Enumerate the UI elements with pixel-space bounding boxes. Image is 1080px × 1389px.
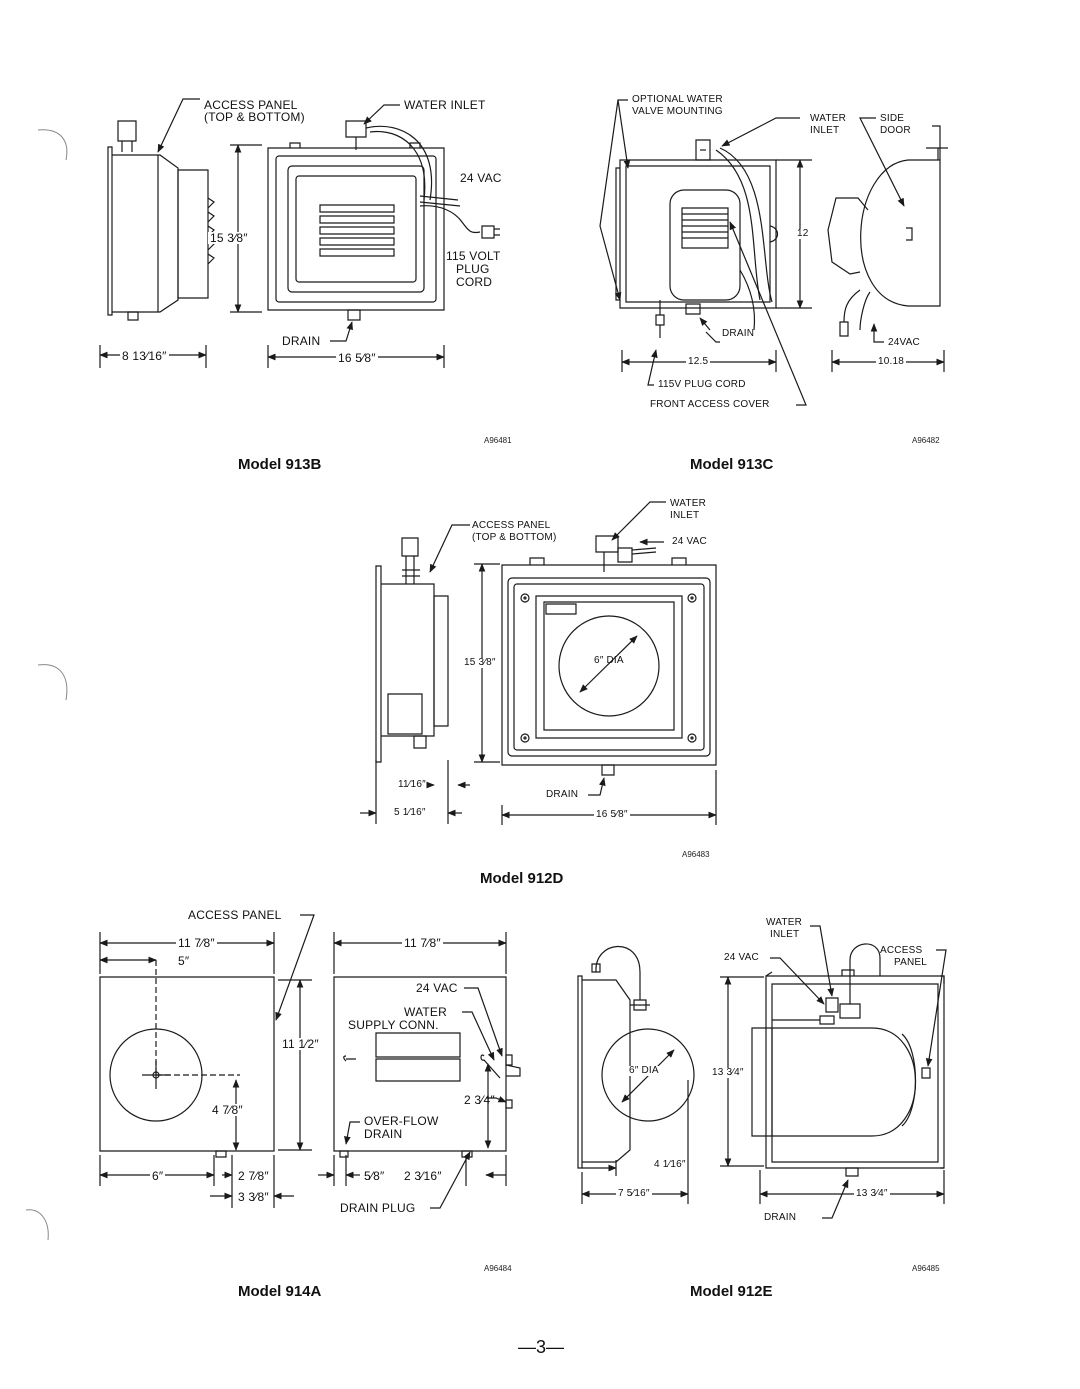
912e-water-inlet-label: WATER	[766, 917, 802, 928]
913b-width-dim: 16 5⁄8″	[336, 351, 378, 365]
914a-front-view	[100, 960, 274, 1157]
912e-dia-label: 6″ DIA	[628, 1065, 660, 1076]
912d-dia-label: 6″ DIA	[594, 655, 624, 666]
912d-24vac-label: 24 VAC	[672, 536, 707, 547]
912e-model-title: Model 912E	[690, 1283, 773, 1300]
914a-model-title: Model 914A	[238, 1283, 322, 1300]
914a-width-side-dim: 11 7⁄8″	[402, 936, 443, 950]
914a-overflow-sublabel: DRAIN	[364, 1127, 403, 1141]
page-number: —3—	[518, 1337, 565, 1357]
914a-center-height-dim: 4 7⁄8″	[210, 1103, 245, 1117]
913c-plug-cord-label: 115V PLUG CORD	[658, 379, 746, 390]
912d-water-inlet-label: WATER	[670, 498, 706, 509]
913b-front-view	[268, 121, 500, 320]
914a-water-sublabel: SUPPLY CONN.	[348, 1018, 439, 1032]
913c-side-door-sublabel: DOOR	[880, 125, 911, 136]
page-edge-marks	[26, 130, 67, 1240]
913c-front-cover-label: FRONT ACCESS COVER	[650, 399, 770, 410]
914a-left-dim: 6″	[150, 1169, 166, 1183]
912d-width-dim: 16 5⁄8″	[594, 809, 630, 820]
914a-water-label: WATER	[404, 1005, 447, 1019]
914a-height-dim: 11 1⁄2″	[280, 1037, 321, 1051]
912d-side-view	[376, 538, 448, 762]
912e-width-dim: 13 3⁄4″	[854, 1188, 890, 1199]
model-914a-drawing	[99, 915, 520, 1208]
914a-leaders	[275, 915, 507, 1208]
model-913c-drawing	[600, 100, 948, 405]
913c-width-dim: 12.5	[686, 356, 711, 367]
model-912d-drawing	[360, 502, 717, 825]
912e-drain-label: DRAIN	[764, 1212, 797, 1223]
914a-side-a-dim: 5⁄8″	[364, 1169, 385, 1183]
912d-depth-dim: 5 1⁄16″	[394, 807, 426, 818]
913b-side-view	[108, 121, 214, 320]
912d-offset-dim: 11⁄16″	[398, 779, 426, 790]
913b-access-panel-sublabel: (TOP & BOTTOM)	[204, 110, 305, 124]
912e-offset-dim: 4 1⁄16″	[654, 1159, 686, 1170]
914a-width-front-dim: 11 7⁄8″	[176, 936, 217, 950]
914a-drain-plug-label: DRAIN PLUG	[340, 1201, 416, 1215]
912e-depth-dim: 7 5⁄16″	[616, 1188, 652, 1199]
913c-water-inlet-sublabel: INLET	[810, 125, 840, 136]
912d-front-view	[502, 536, 716, 775]
913c-optional-valve-label: OPTIONAL WATER	[632, 94, 723, 105]
912d-water-inlet-sublabel: INLET	[670, 510, 700, 521]
914a-side-view	[334, 977, 520, 1157]
913b-figure-code: A96481	[484, 436, 512, 445]
913c-side-view	[828, 126, 948, 336]
912e-access-panel-sublabel: PANEL	[894, 957, 928, 968]
model-912e-drawing	[578, 926, 946, 1218]
913b-leaders	[158, 99, 400, 341]
913b-drain-label: DRAIN	[282, 334, 321, 348]
model-913b-drawing	[99, 99, 500, 368]
914a-center-dim: 5″	[178, 954, 190, 968]
913b-height-dim: 15 3⁄8″	[208, 231, 250, 245]
912d-access-panel-label: ACCESS PANEL	[472, 520, 551, 531]
913c-optional-valve-sublabel: VALVE MOUNTING	[632, 106, 723, 117]
912e-24vac-label: 24 VAC	[724, 952, 759, 963]
913c-depth-dim: 10.18	[876, 356, 907, 367]
912d-access-panel-sublabel: (TOP & BOTTOM)	[472, 532, 557, 543]
914a-side-height-dim: 2 3⁄4″	[464, 1093, 495, 1107]
914a-drain-width-dim: 3 3⁄8″	[238, 1190, 269, 1204]
913b-depth-dim: 8 13⁄16″	[120, 349, 169, 363]
912e-front-view	[752, 944, 944, 1176]
913b-model-title: Model 913B	[238, 456, 322, 473]
912e-leaders	[770, 926, 946, 1218]
913c-leaders	[600, 100, 904, 405]
914a-dimensions	[99, 932, 507, 1208]
913c-side-door-label: SIDE	[880, 113, 905, 124]
913c-front-view	[616, 140, 778, 338]
914a-24vac-label: 24 VAC	[416, 981, 458, 995]
913b-cord-label-3: CORD	[456, 275, 493, 289]
913b-cord-label-2: PLUG	[456, 262, 490, 276]
913c-drain-label: DRAIN	[722, 328, 755, 339]
912e-dimensions	[581, 976, 945, 1204]
912e-figure-code: A96485	[912, 1264, 940, 1273]
913c-model-title: Model 913C	[690, 456, 774, 473]
912d-height-dim: 15 3⁄8″	[462, 657, 498, 668]
913c-water-inlet-label: WATER	[810, 113, 846, 124]
914a-access-panel-label: ACCESS PANEL	[188, 908, 282, 922]
914a-drain-offset-dim: 2 7⁄8″	[238, 1169, 269, 1183]
912d-leaders	[430, 502, 666, 795]
914a-side-b-dim: 2 3⁄16″	[404, 1169, 442, 1183]
912d-drain-label: DRAIN	[546, 789, 579, 800]
913c-height-dim: 12	[795, 228, 811, 239]
913c-figure-code: A96482	[912, 436, 940, 445]
913b-access-panel-label: ACCESS PANEL	[204, 98, 298, 112]
913b-water-inlet-label: WATER INLET	[404, 98, 486, 112]
912d-model-title: Model 912D	[480, 870, 564, 887]
914a-figure-code: A96484	[484, 1264, 512, 1273]
912e-height-dim: 13 3⁄4″	[710, 1067, 746, 1078]
912e-water-inlet-sublabel: INLET	[770, 929, 800, 940]
912e-side-view	[578, 946, 694, 1168]
913b-cord-label: 115 VOLT	[446, 249, 501, 263]
912d-figure-code: A96483	[682, 850, 710, 859]
913c-24vac-label: 24VAC	[888, 337, 920, 348]
914a-overflow-label: OVER-FLOW	[364, 1114, 439, 1128]
912e-access-panel-label: ACCESS	[880, 945, 923, 956]
913b-24vac-label: 24 VAC	[460, 171, 502, 185]
